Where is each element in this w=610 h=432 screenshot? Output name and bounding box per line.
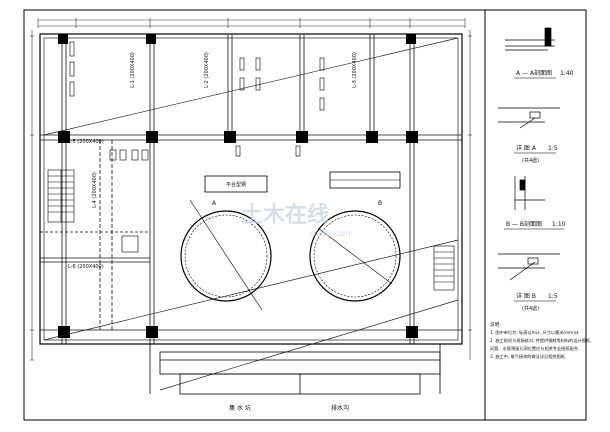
- sump-structure: [149, 344, 441, 395]
- columns: [58, 34, 418, 338]
- tank-left-label: A: [212, 200, 217, 207]
- beam-label-5: L-5 (200X400): [68, 139, 104, 145]
- equipment-blocks: [69, 41, 325, 253]
- section-aa-scale: 1:40: [560, 70, 574, 77]
- watermark-text: 土木在线: [241, 202, 329, 228]
- dimension-lines: [30, 18, 472, 361]
- section-bb-scale: 1:10: [552, 221, 566, 228]
- beam-label-2: L-2 (200X400): [204, 52, 210, 88]
- note-line: 说明:: [490, 321, 501, 328]
- section-bb-detail: [514, 176, 545, 210]
- detail-a-scale: 1:5: [548, 145, 558, 152]
- detail-a-drawing: [498, 107, 560, 129]
- notes-block: 说明: 1. 图中单位为: 标高以m计, 尺寸以毫米(mm)计. 2. 施工前须…: [490, 321, 591, 360]
- wall-outline: [39, 33, 463, 345]
- detail-a-sub: (共4處): [522, 157, 539, 164]
- beam-label-1: L-1 (200X400): [130, 52, 136, 88]
- beam-label-3: L-3 (200X400): [352, 52, 358, 88]
- beam-label-4: L-4 (200X400): [92, 172, 98, 208]
- section-aa-detail: [505, 27, 555, 51]
- detail-b-title: 详 图 B: [516, 292, 536, 300]
- beam-label-6: L-6 (200X400): [68, 264, 104, 270]
- tank-right: [309, 210, 401, 302]
- stair-left: [47, 169, 75, 223]
- detail-b-scale: 1:5: [548, 293, 558, 300]
- note-line: 风管、水管预留孔洞位置应与相关专业图纸配合.: [490, 345, 579, 352]
- note-line: 1. 图中单位为: 标高以m计, 尺寸以毫米(mm)计.: [490, 329, 580, 336]
- tank-right-label: B: [378, 200, 382, 207]
- detail-a-title: 详 图 A: [516, 144, 537, 152]
- sump-label: 集 水 坑: [229, 404, 251, 412]
- note-line: 3. 施工中, 电气接地的做法详见相关图纸.: [490, 353, 566, 360]
- section-bb-title: B — B剖面图: [506, 220, 542, 228]
- beam-grid: [40, 34, 462, 344]
- watermark-url: coi88.com: [309, 229, 351, 238]
- diagonal-bracing: [43, 37, 459, 391]
- platform-box: [204, 175, 268, 193]
- stair-right: [433, 245, 455, 291]
- tank-left: [180, 199, 272, 311]
- drawing-frame: [23, 9, 587, 421]
- note-line: 2. 施工前须与现场核对, 并提供钢材等材料的设计图纸,: [490, 337, 591, 344]
- section-aa-title: A — A剖面图: [516, 69, 552, 77]
- detail-b-sub: (共4處): [522, 305, 539, 312]
- detail-b-drawing: [498, 253, 560, 281]
- platform-label: 平台型钢: [226, 181, 246, 188]
- drain-label: 排水沟: [331, 404, 349, 412]
